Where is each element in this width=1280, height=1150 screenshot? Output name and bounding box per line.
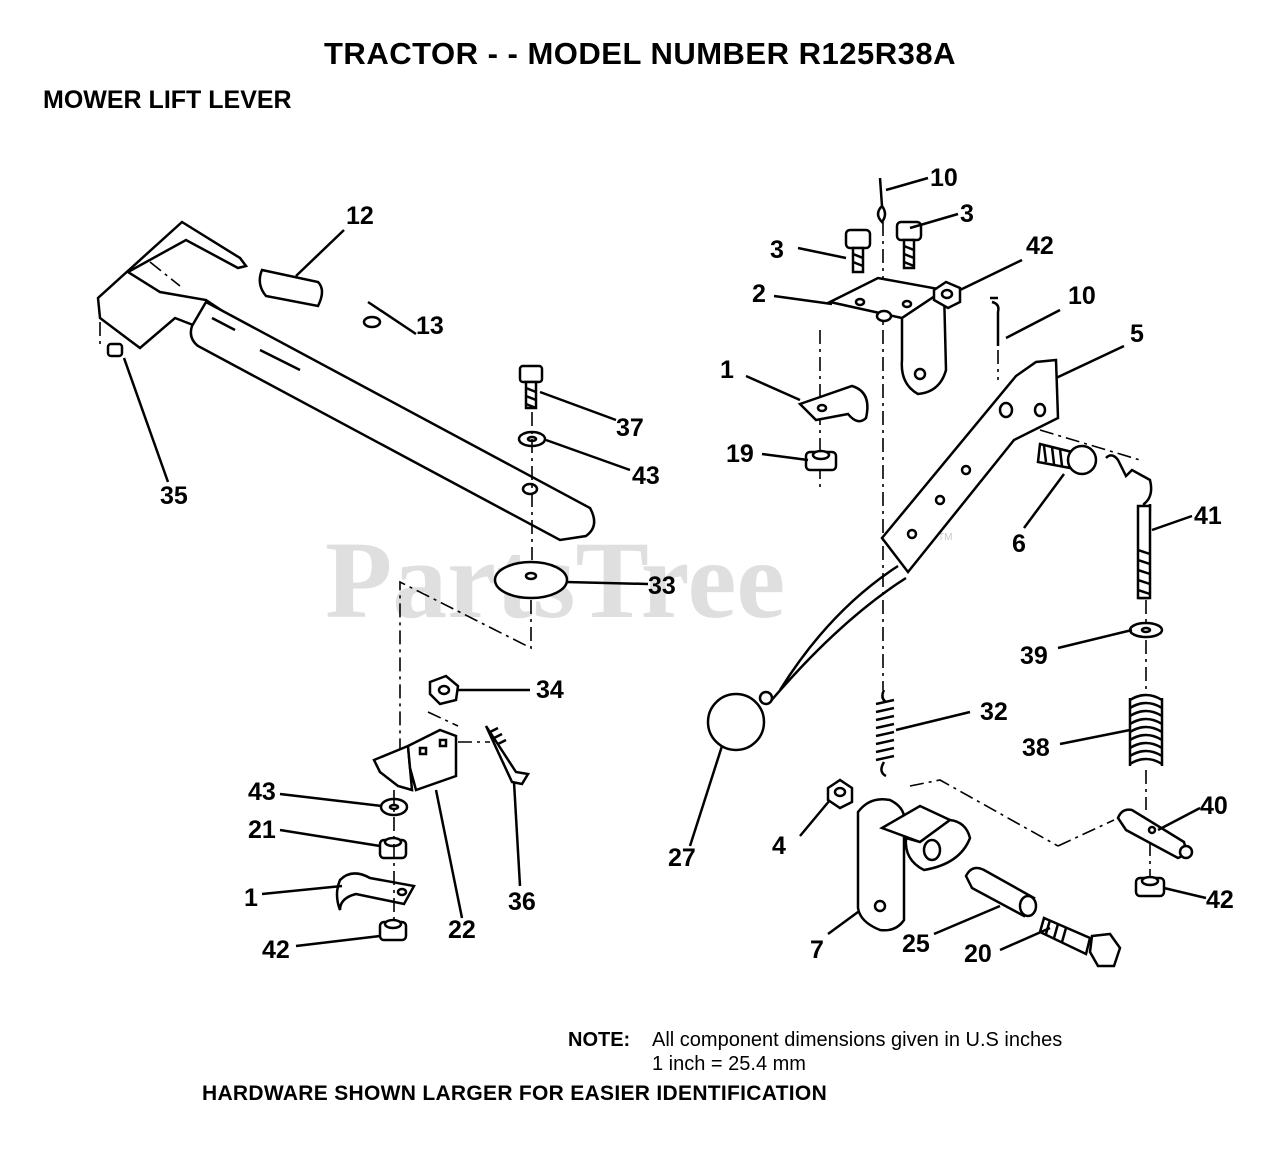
part-10-cotter-pin-right[interactable] (990, 296, 1000, 346)
part-20-bolt[interactable] (1038, 916, 1122, 968)
callout-35[interactable]: 35 (160, 482, 188, 510)
callout-5[interactable]: 5 (1130, 320, 1144, 348)
part-25-bushing[interactable] (964, 866, 1038, 918)
part-38-spring[interactable] (1128, 693, 1164, 766)
callout-1-upper[interactable]: 1 (720, 356, 734, 384)
callout-36[interactable]: 36 (508, 888, 536, 916)
part-3-bolt-left[interactable] (844, 228, 872, 274)
callout-6[interactable]: 6 (1012, 530, 1026, 558)
part-1-clip-lower[interactable] (335, 872, 416, 911)
part-42-nut-upper[interactable] (932, 280, 962, 310)
note-line-1: All component dimensions given in U.S in… (652, 1029, 1063, 1051)
part-27-knob[interactable] (706, 564, 907, 752)
callout-39[interactable]: 39 (1020, 642, 1048, 670)
callout-25[interactable]: 25 (902, 930, 930, 958)
part-39-washer[interactable] (1128, 621, 1164, 639)
callout-19[interactable]: 19 (726, 440, 754, 468)
callout-38[interactable]: 38 (1022, 734, 1050, 762)
callout-10-top[interactable]: 10 (930, 164, 958, 192)
callout-20[interactable]: 20 (964, 940, 992, 968)
callout-21[interactable]: 21 (248, 816, 276, 844)
callout-22[interactable]: 22 (448, 916, 476, 944)
part-13-lift-lever[interactable] (96, 220, 596, 542)
callout-42-right[interactable]: 42 (1206, 886, 1234, 914)
part-21-nut[interactable] (378, 836, 408, 860)
part-5-lever-arm[interactable] (880, 358, 1060, 575)
callout-1-lower[interactable]: 1 (244, 884, 258, 912)
callout-41[interactable]: 41 (1194, 502, 1222, 530)
callout-7[interactable]: 7 (810, 936, 824, 964)
part-6-bolt[interactable] (1036, 442, 1098, 476)
part-22-bracket[interactable] (372, 728, 458, 792)
part-33-washer[interactable] (493, 560, 569, 600)
callout-13[interactable]: 13 (416, 312, 444, 340)
callout-10-right[interactable]: 10 (1068, 282, 1096, 310)
part-42-nut-lower[interactable] (378, 918, 408, 942)
watermark-tm: TM (938, 532, 952, 543)
callout-37[interactable]: 37 (616, 414, 644, 442)
part-7-pivot-plate[interactable] (856, 798, 972, 932)
part-2-bracket[interactable] (826, 276, 948, 396)
hardware-note: HARDWARE SHOWN LARGER FOR EASIER IDENTIF… (202, 1082, 828, 1105)
callout-3-right[interactable]: 3 (960, 200, 974, 228)
part-40-swivel[interactable] (1116, 808, 1194, 860)
callout-43-lower[interactable]: 43 (248, 778, 276, 806)
part-1-clip-upper[interactable] (797, 384, 869, 423)
callout-3-left[interactable]: 3 (770, 236, 784, 264)
callout-2[interactable]: 2 (752, 280, 766, 308)
note-line-2: 1 inch = 25.4 mm (652, 1053, 806, 1075)
callout-42-lower[interactable]: 42 (262, 936, 290, 964)
callout-27[interactable]: 27 (668, 844, 696, 872)
part-19-nut[interactable] (804, 449, 838, 472)
section-title: MOWER LIFT LEVER (43, 86, 292, 114)
callout-4[interactable]: 4 (772, 832, 786, 860)
callout-43-upper[interactable]: 43 (632, 462, 660, 490)
part-4-nut[interactable] (826, 778, 854, 810)
part-35-plug[interactable] (106, 342, 124, 358)
callout-12[interactable]: 12 (346, 202, 374, 230)
page-title: TRACTOR - - MODEL NUMBER R125R38A (324, 36, 956, 71)
callouts: 10 3 3 42 2 10 5 1 19 6 41 39 38 32 27 4… (160, 164, 1234, 968)
part-32-spring[interactable] (875, 689, 895, 778)
callout-42-upper[interactable]: 42 (1026, 232, 1054, 260)
part-34-nut[interactable] (428, 674, 460, 706)
callout-33[interactable]: 33 (648, 572, 676, 600)
callout-34[interactable]: 34 (536, 676, 564, 704)
part-3-bolt-right[interactable] (895, 220, 923, 270)
callout-32[interactable]: 32 (980, 698, 1008, 726)
part-37-bolt[interactable] (518, 364, 544, 410)
part-12-grip[interactable] (258, 268, 324, 308)
part-10-cotter-pin-top[interactable] (876, 177, 887, 224)
callout-40[interactable]: 40 (1200, 792, 1228, 820)
leader-lines (122, 176, 1207, 952)
part-42-nut-right[interactable] (1134, 875, 1166, 898)
part-41-rod[interactable] (1105, 454, 1153, 600)
note-label: NOTE: (568, 1029, 631, 1051)
part-36-bolt[interactable] (484, 725, 531, 786)
